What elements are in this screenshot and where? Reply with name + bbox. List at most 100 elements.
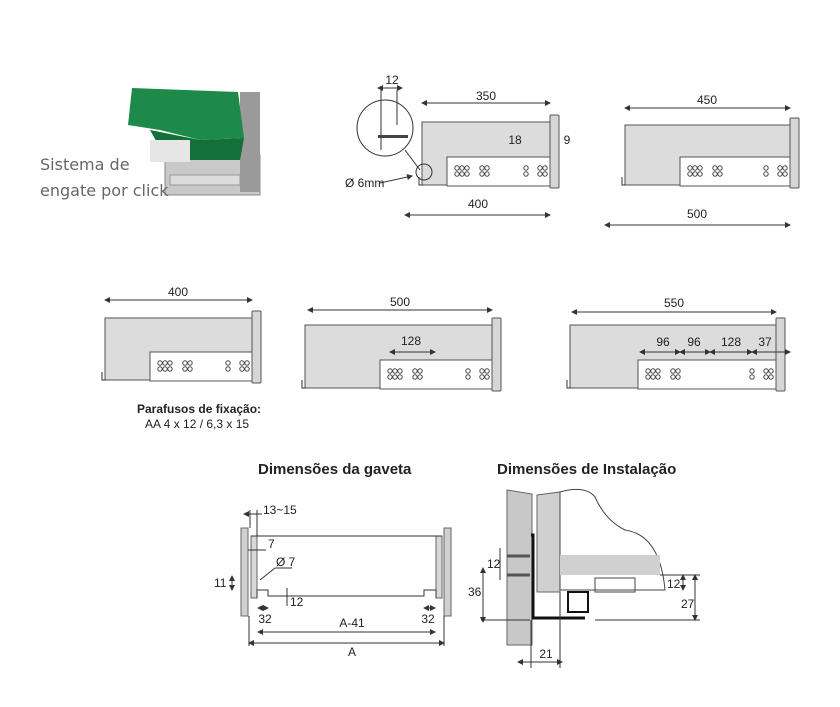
mounting-hole — [244, 366, 250, 372]
mounting-hole — [712, 165, 718, 171]
mounting-hole — [397, 368, 403, 374]
dim-500-b: 500 — [390, 295, 410, 309]
detail-magnifier — [356, 85, 433, 184]
mounting-hole — [763, 368, 769, 374]
mounting-hole — [387, 368, 393, 374]
dim-rail-12: 12 — [667, 577, 681, 591]
mounting-hole — [484, 171, 490, 177]
front-plate — [491, 317, 502, 392]
mounting-hole — [417, 368, 423, 374]
photo-caption-line1: Sistema de — [40, 155, 130, 174]
mounting-hole — [484, 165, 490, 171]
installation-section-view — [480, 488, 700, 668]
mounting-hole — [464, 171, 470, 177]
dim-11: 11 — [214, 576, 227, 590]
click-system-photo — [128, 88, 261, 196]
mounting-hole — [464, 165, 470, 171]
mounting-hole — [162, 366, 168, 372]
mounting-hole — [167, 360, 173, 366]
dim-128: 128 — [401, 334, 421, 348]
mounting-hole — [479, 374, 485, 380]
mounting-hole — [412, 368, 418, 374]
mounting-hole — [687, 171, 693, 177]
mounting-hole — [225, 366, 231, 372]
rail-plate — [446, 156, 551, 187]
mounting-hole — [484, 368, 490, 374]
dim-32-left: 32 — [258, 612, 272, 626]
slide-350 — [418, 114, 560, 189]
mounting-hole — [782, 165, 788, 171]
dim-hole-7: Ø 7 — [276, 555, 296, 569]
mounting-hole — [697, 165, 703, 171]
mounting-hole — [387, 374, 393, 380]
dim-12-detail: 12 — [385, 73, 399, 87]
mounting-hole — [484, 374, 490, 380]
click-hook — [621, 177, 626, 186]
mounting-hole — [244, 360, 250, 366]
mounting-hole — [225, 360, 231, 366]
mounting-hole — [479, 368, 485, 374]
mounting-hole — [768, 368, 774, 374]
mounting-hole — [182, 366, 188, 372]
mounting-hole — [675, 374, 681, 380]
install-dims-title: Dimensões de Instalação — [497, 461, 676, 478]
mounting-hole — [692, 171, 698, 177]
mounting-hole — [749, 374, 755, 380]
mounting-hole — [187, 360, 193, 366]
click-hook — [566, 380, 571, 389]
mounting-hole — [479, 165, 485, 171]
dim-screw-gap-12: 12 — [487, 557, 501, 571]
mounting-hole — [650, 368, 656, 374]
mounting-hole — [459, 165, 465, 171]
dim-12-drawer: 12 — [290, 595, 304, 609]
mounting-hole — [782, 171, 788, 177]
dim-500-a: 500 — [687, 207, 707, 221]
mounting-hole — [777, 165, 783, 171]
mounting-hole — [717, 165, 723, 171]
mounting-hole — [749, 368, 755, 374]
front-plate — [789, 117, 800, 189]
dim-96-b: 96 — [687, 335, 701, 349]
mounting-hole — [523, 171, 529, 177]
mounting-hole — [763, 374, 769, 380]
mounting-hole — [412, 374, 418, 380]
mounting-hole — [717, 171, 723, 177]
dim-37: 37 — [758, 335, 772, 349]
front-plate — [549, 114, 560, 189]
dim-36: 36 — [468, 585, 482, 599]
front-plate — [775, 317, 786, 392]
mounting-hole — [697, 171, 703, 177]
slide-550 — [566, 317, 786, 392]
screws-title: Parafusos de fixação: — [137, 402, 261, 416]
mounting-hole — [465, 368, 471, 374]
dim-9: 9 — [564, 133, 571, 147]
rail-plate — [379, 359, 493, 390]
mounting-hole — [645, 374, 651, 380]
mounting-hole — [777, 171, 783, 177]
mounting-hole — [692, 165, 698, 171]
mounting-hole — [397, 374, 403, 380]
dim-7: 7 — [268, 537, 275, 551]
dim-27: 27 — [681, 597, 695, 611]
mounting-hole — [392, 374, 398, 380]
click-hook — [418, 177, 423, 186]
slide-450 — [621, 117, 800, 189]
mounting-hole — [454, 171, 460, 177]
mounting-hole — [650, 374, 656, 380]
mounting-hole — [454, 165, 460, 171]
mounting-hole — [479, 171, 485, 177]
mounting-hole — [687, 165, 693, 171]
hole-diameter: Ø 6mm — [345, 176, 384, 190]
mounting-hole — [768, 374, 774, 380]
mounting-hole — [675, 368, 681, 374]
dim-350: 350 — [476, 89, 496, 103]
mounting-hole — [542, 171, 548, 177]
mounting-hole — [712, 171, 718, 177]
mounting-hole — [239, 360, 245, 366]
mounting-hole — [459, 171, 465, 177]
mounting-hole — [187, 366, 193, 372]
dim-400-a: 400 — [468, 197, 488, 211]
dim-450: 450 — [697, 93, 717, 107]
mounting-hole — [465, 374, 471, 380]
mounting-hole — [157, 360, 163, 366]
